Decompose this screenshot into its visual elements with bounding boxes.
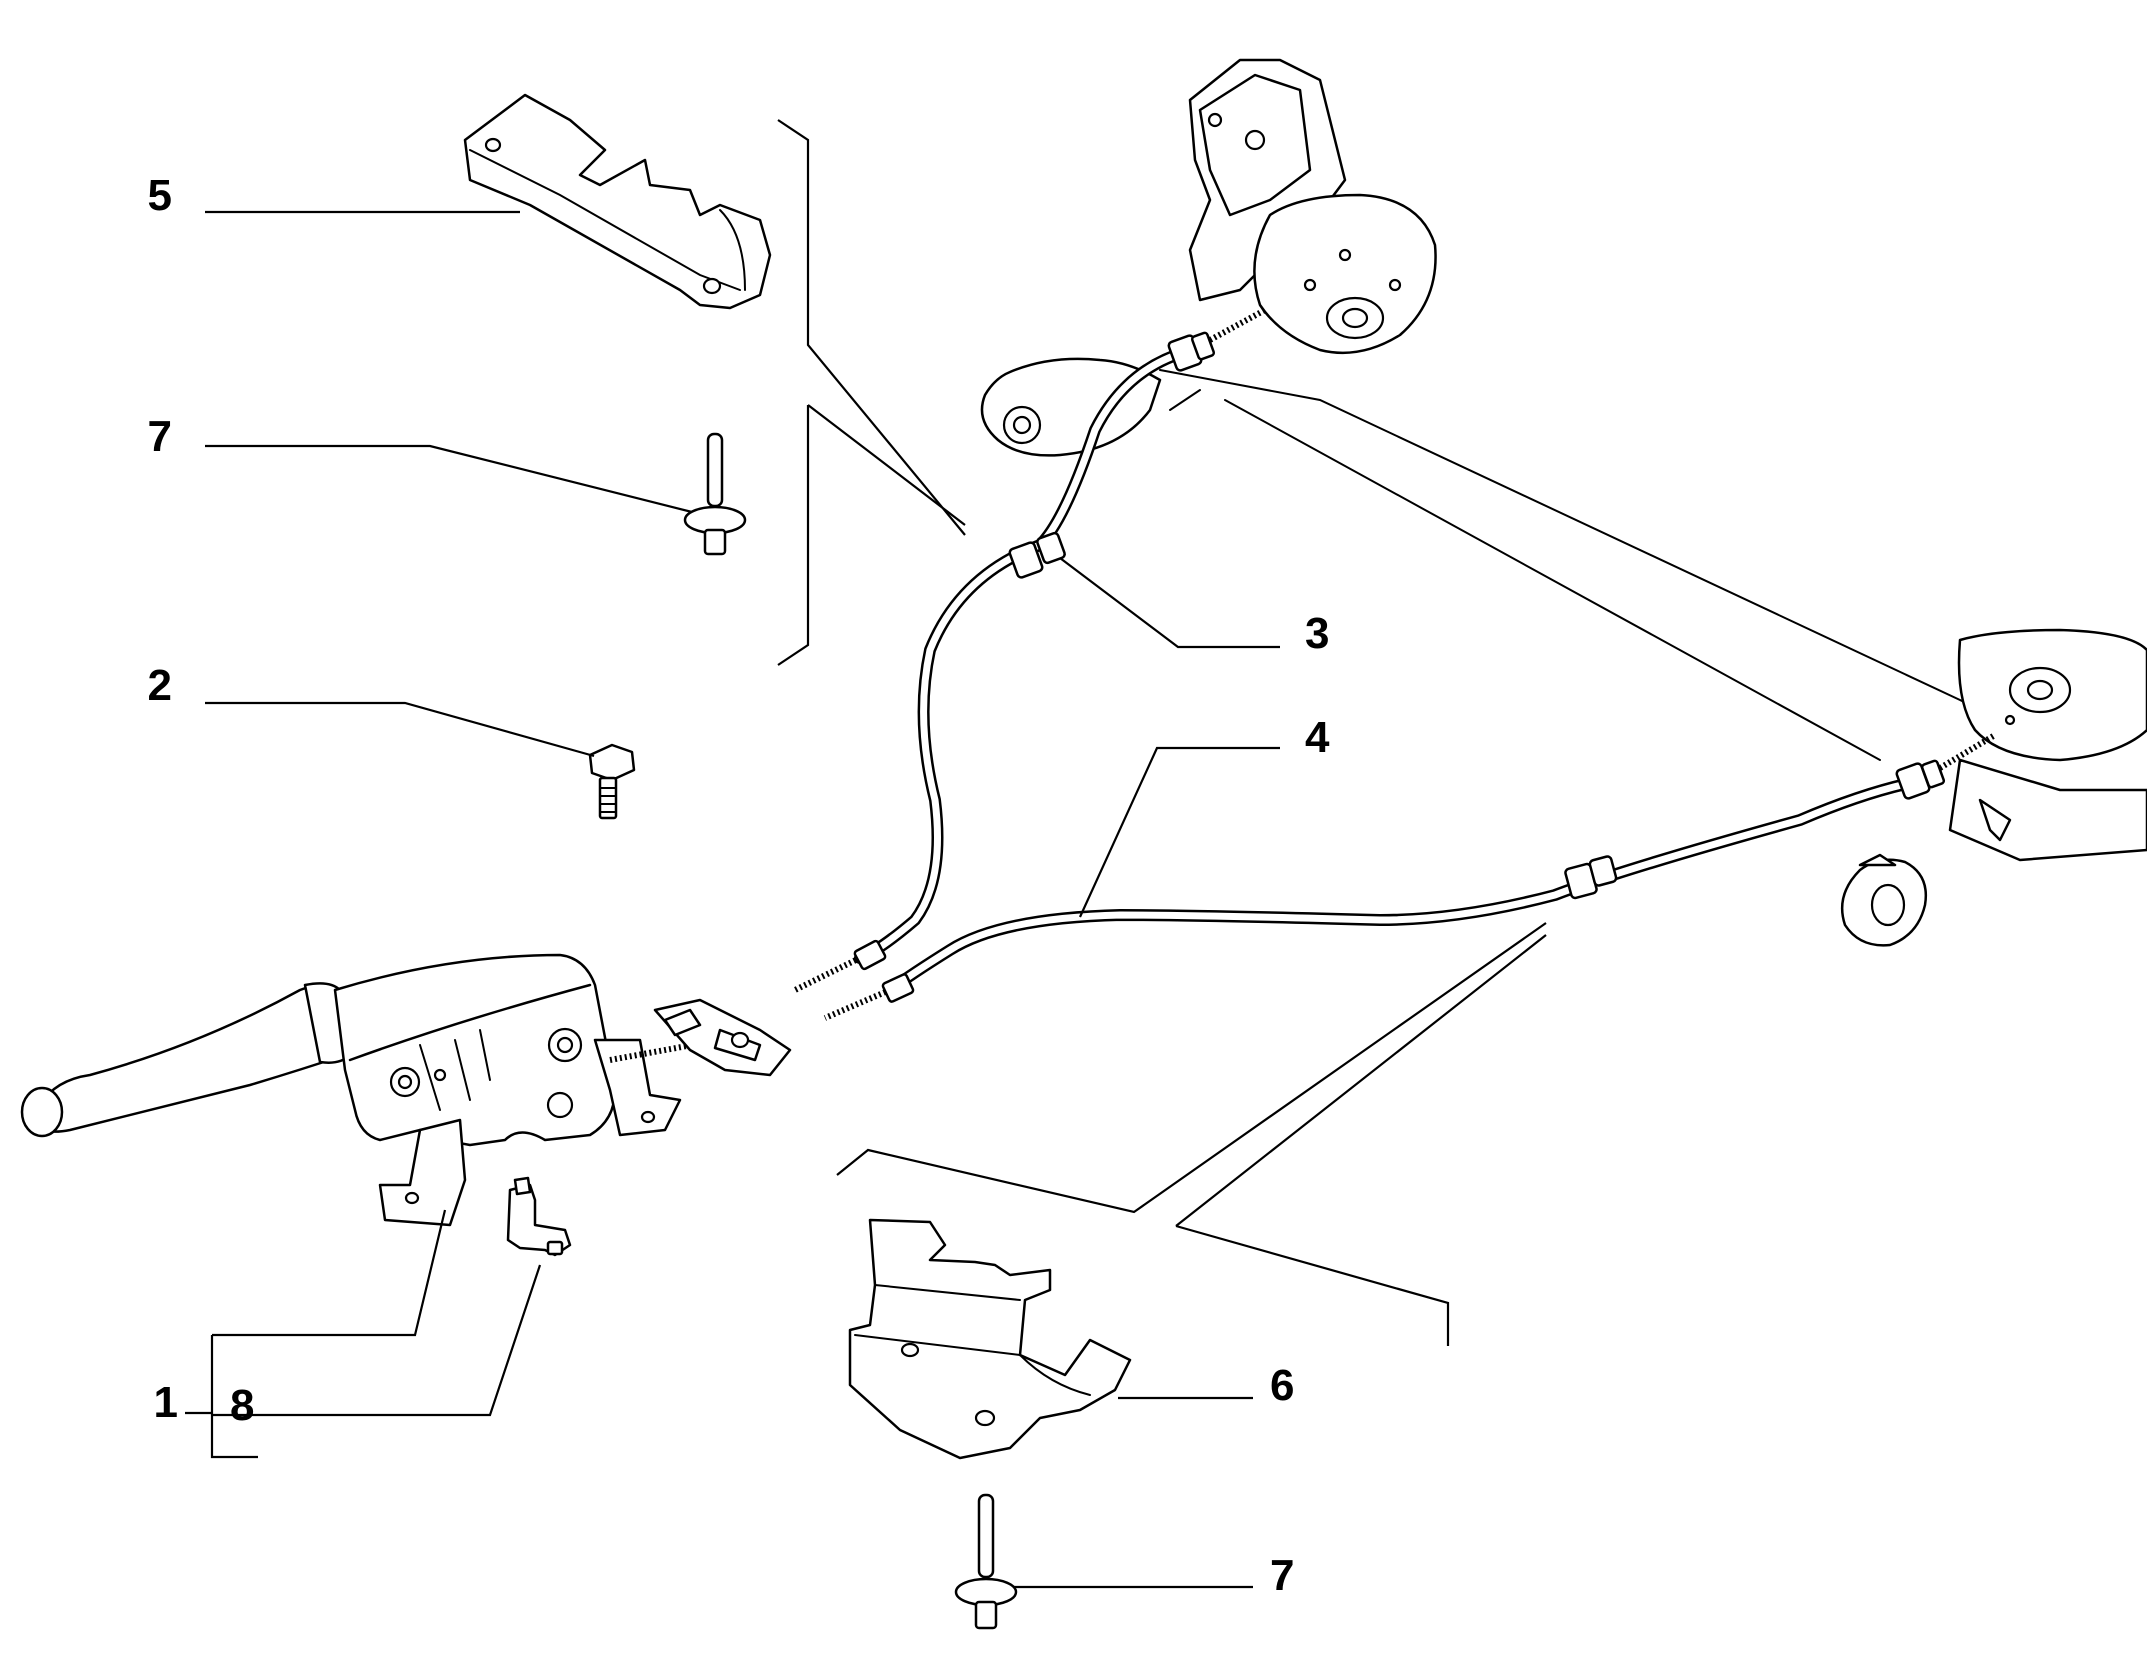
- callout-1: 1: [154, 1378, 178, 1427]
- brake-cable-right-icon: [823, 732, 1997, 1021]
- callout-3: 3: [1305, 609, 1329, 658]
- switch-icon: [506, 1176, 572, 1257]
- callout-4: 4: [1305, 713, 1330, 762]
- bracket-icon: [848, 1218, 1132, 1460]
- callout-2: 2: [148, 661, 172, 710]
- bolt-icon: [588, 743, 636, 820]
- group-frame-lower: [836, 922, 1547, 1346]
- group-frame-upper: [777, 119, 966, 666]
- bracket-icon: [463, 93, 772, 310]
- callout-7-upper: 7: [148, 412, 172, 461]
- callout-6: 6: [1270, 1361, 1294, 1410]
- rear-axle-icon: [980, 58, 2147, 947]
- callout-7-lower: 7: [1270, 1551, 1294, 1600]
- callout-8: 8: [230, 1381, 254, 1430]
- stud-icon: [683, 432, 747, 556]
- leader-lines: [185, 210, 1280, 1589]
- handbrake-lever-icon: [20, 953, 792, 1227]
- callout-5: 5: [148, 171, 172, 220]
- stud-icon: [954, 1493, 1018, 1630]
- brake-cable-left-icon: [793, 307, 1267, 993]
- callout-labels: 5 7 2 3 4 6 7 1 8: [148, 171, 1330, 1600]
